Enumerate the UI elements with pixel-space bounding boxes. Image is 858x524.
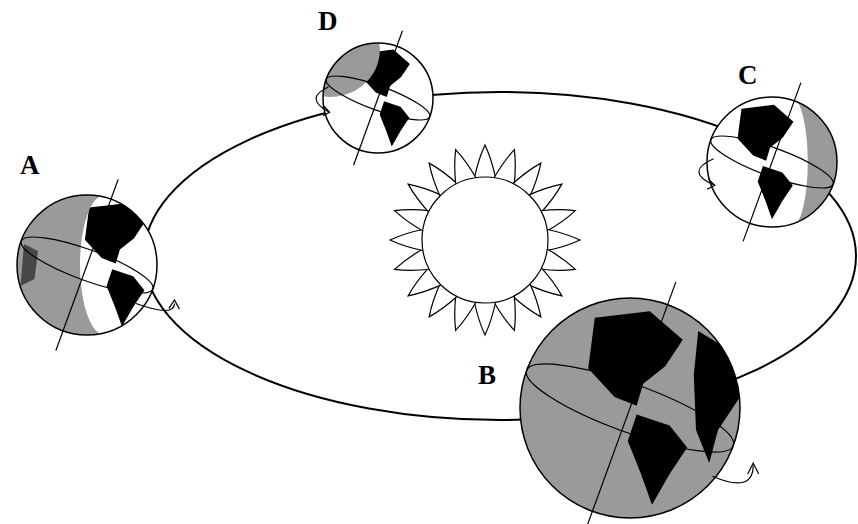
earth-globe: [509, 282, 762, 524]
orbit-path: [144, 92, 856, 420]
earth-globe: [699, 83, 850, 242]
earth-globe: [316, 31, 434, 165]
sun: [390, 145, 580, 335]
position-label: D: [318, 8, 338, 35]
position-label: B: [478, 362, 496, 389]
position-label: C: [738, 62, 758, 89]
earth-globe: [3, 179, 179, 350]
position-label: A: [20, 152, 40, 179]
